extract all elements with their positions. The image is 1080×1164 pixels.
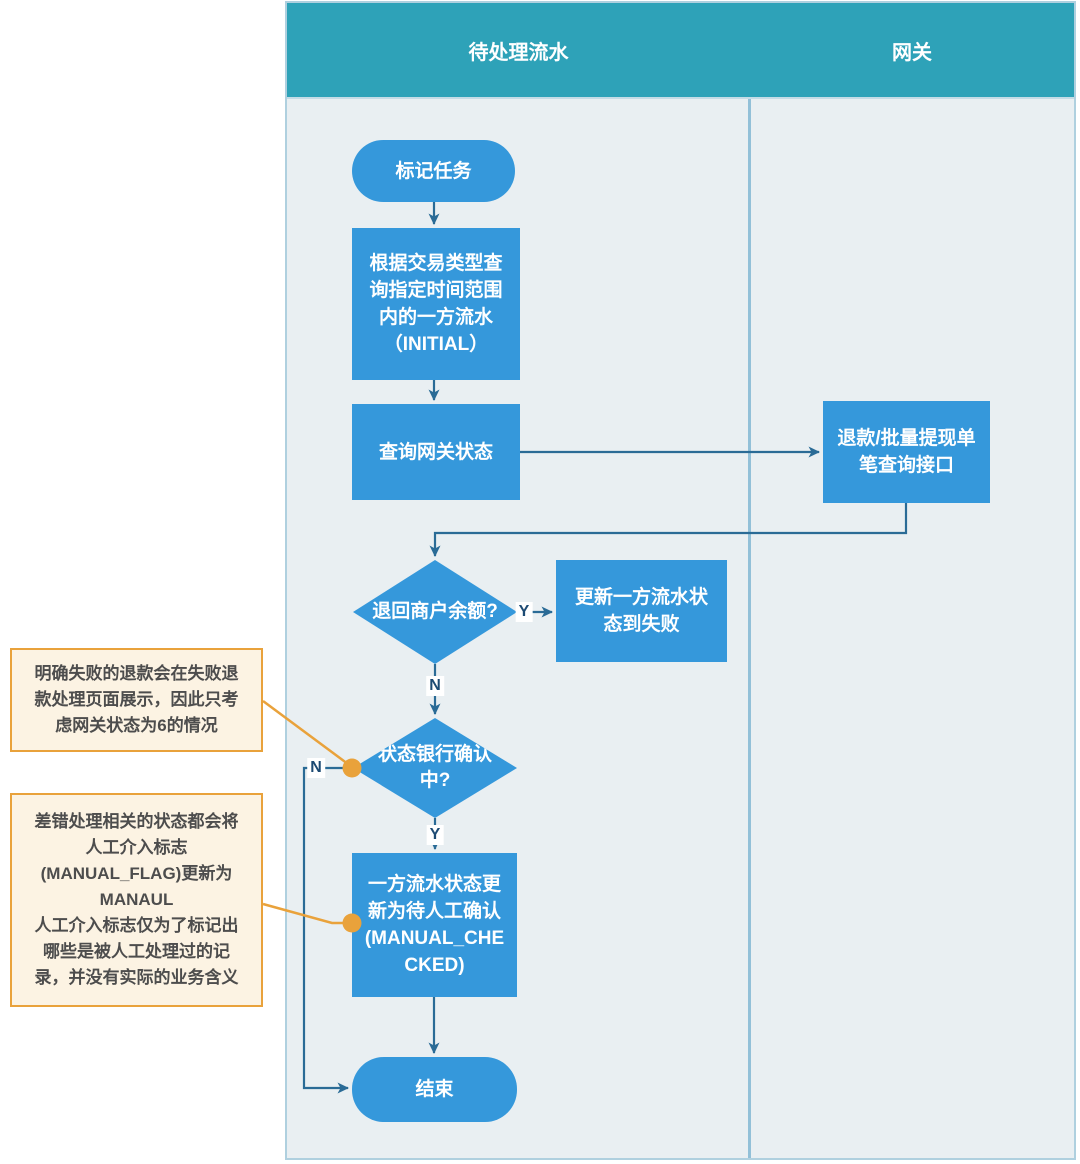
swimlane-header: 待处理流水 网关: [287, 3, 1074, 99]
annotation-manual-flag: 差错处理相关的状态都会将 人工介入标志 (MANUAL_FLAG)更新为 MAN…: [10, 793, 263, 1007]
label-refund-no: N: [426, 676, 444, 696]
label-bank-no: N: [307, 758, 325, 778]
process-query-initial: 根据交易类型查 询指定时间范围 内的一方流水 （INITIAL）: [352, 228, 520, 380]
lane-title-gateway: 网关: [892, 41, 932, 64]
end-node: 结束: [352, 1057, 517, 1122]
process-update-flow-to-fail: 更新一方流水状 态到失败: [556, 560, 727, 662]
annotation-gateway-status-6: 明确失败的退款会在失败退 款处理页面展示，因此只考 虑网关状态为6的情况: [10, 648, 263, 752]
process-update-manual-checked: 一方流水状态更 新为待人工确认 (MANUAL_CHE CKED): [352, 853, 517, 997]
process-query-gateway-status: 查询网关状态: [352, 404, 520, 500]
process-gateway-query-api: 退款/批量提现单 笔查询接口: [823, 401, 990, 503]
label-bank-yes: Y: [426, 825, 444, 845]
lane-title-pending-flow: 待处理流水: [468, 41, 569, 64]
label-refund-yes: Y: [515, 602, 533, 622]
lane-divider: [748, 99, 751, 1158]
start-node: 标记任务: [352, 140, 515, 202]
